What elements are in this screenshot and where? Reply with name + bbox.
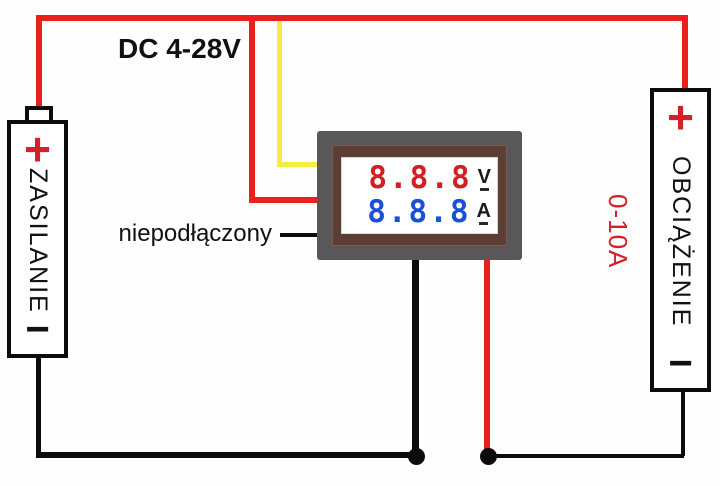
battery-name-label: ZASILANIE: [24, 168, 52, 314]
junction-dot-left: [408, 448, 425, 465]
amp-value: 8.8.8: [367, 194, 471, 230]
volt-row: 8.8.8 V: [352, 162, 491, 196]
volt-unit: V: [478, 167, 491, 191]
load-box: + OBCIĄŻENIE −: [650, 88, 711, 392]
wire-positive-battery-drop: [36, 15, 42, 108]
amp-unit: A: [477, 201, 491, 225]
wire-negative-bottom-right: [488, 454, 684, 458]
wire-negative-bottom-left: [36, 452, 417, 458]
current-range-label: 0-10A: [603, 194, 633, 269]
unconnected-label: niepodłączony: [118, 220, 272, 247]
volt-value: 8.8.8: [368, 160, 472, 196]
load-minus-label: −: [668, 338, 693, 386]
wire-load-negative-drop: [681, 392, 685, 456]
load-plus-label: +: [667, 91, 694, 143]
wire-yellow-sense-drop: [277, 21, 282, 167]
meter-module: 8.8.8 V 8.8.8 A: [317, 131, 522, 260]
wire-unconnected-lead: [280, 233, 319, 237]
wire-meter-current-black: [412, 258, 419, 456]
battery-plus-label: +: [24, 123, 51, 175]
power-source-box: + ZASILANIE −: [7, 120, 68, 358]
wire-positive-meter-lead: [249, 197, 319, 203]
wire-positive-meter-drop: [249, 15, 255, 203]
amp-row: 8.8.8 A: [352, 196, 491, 230]
wire-positive-load-drop: [682, 15, 688, 91]
junction-dot-right: [480, 448, 497, 465]
dc-rating-label: DC 4-28V: [118, 33, 241, 64]
meter-display: 8.8.8 V 8.8.8 A: [341, 157, 498, 234]
wire-meter-current-red: [484, 258, 490, 452]
meter-bezel: 8.8.8 V 8.8.8 A: [332, 145, 507, 246]
battery-minus-label: −: [25, 304, 50, 352]
wire-yellow-sense-lead: [277, 162, 319, 167]
wire-positive-top: [36, 15, 688, 21]
load-name-label: OBCIĄŻENIE: [667, 156, 695, 328]
wire-battery-negative-drop: [36, 356, 41, 456]
